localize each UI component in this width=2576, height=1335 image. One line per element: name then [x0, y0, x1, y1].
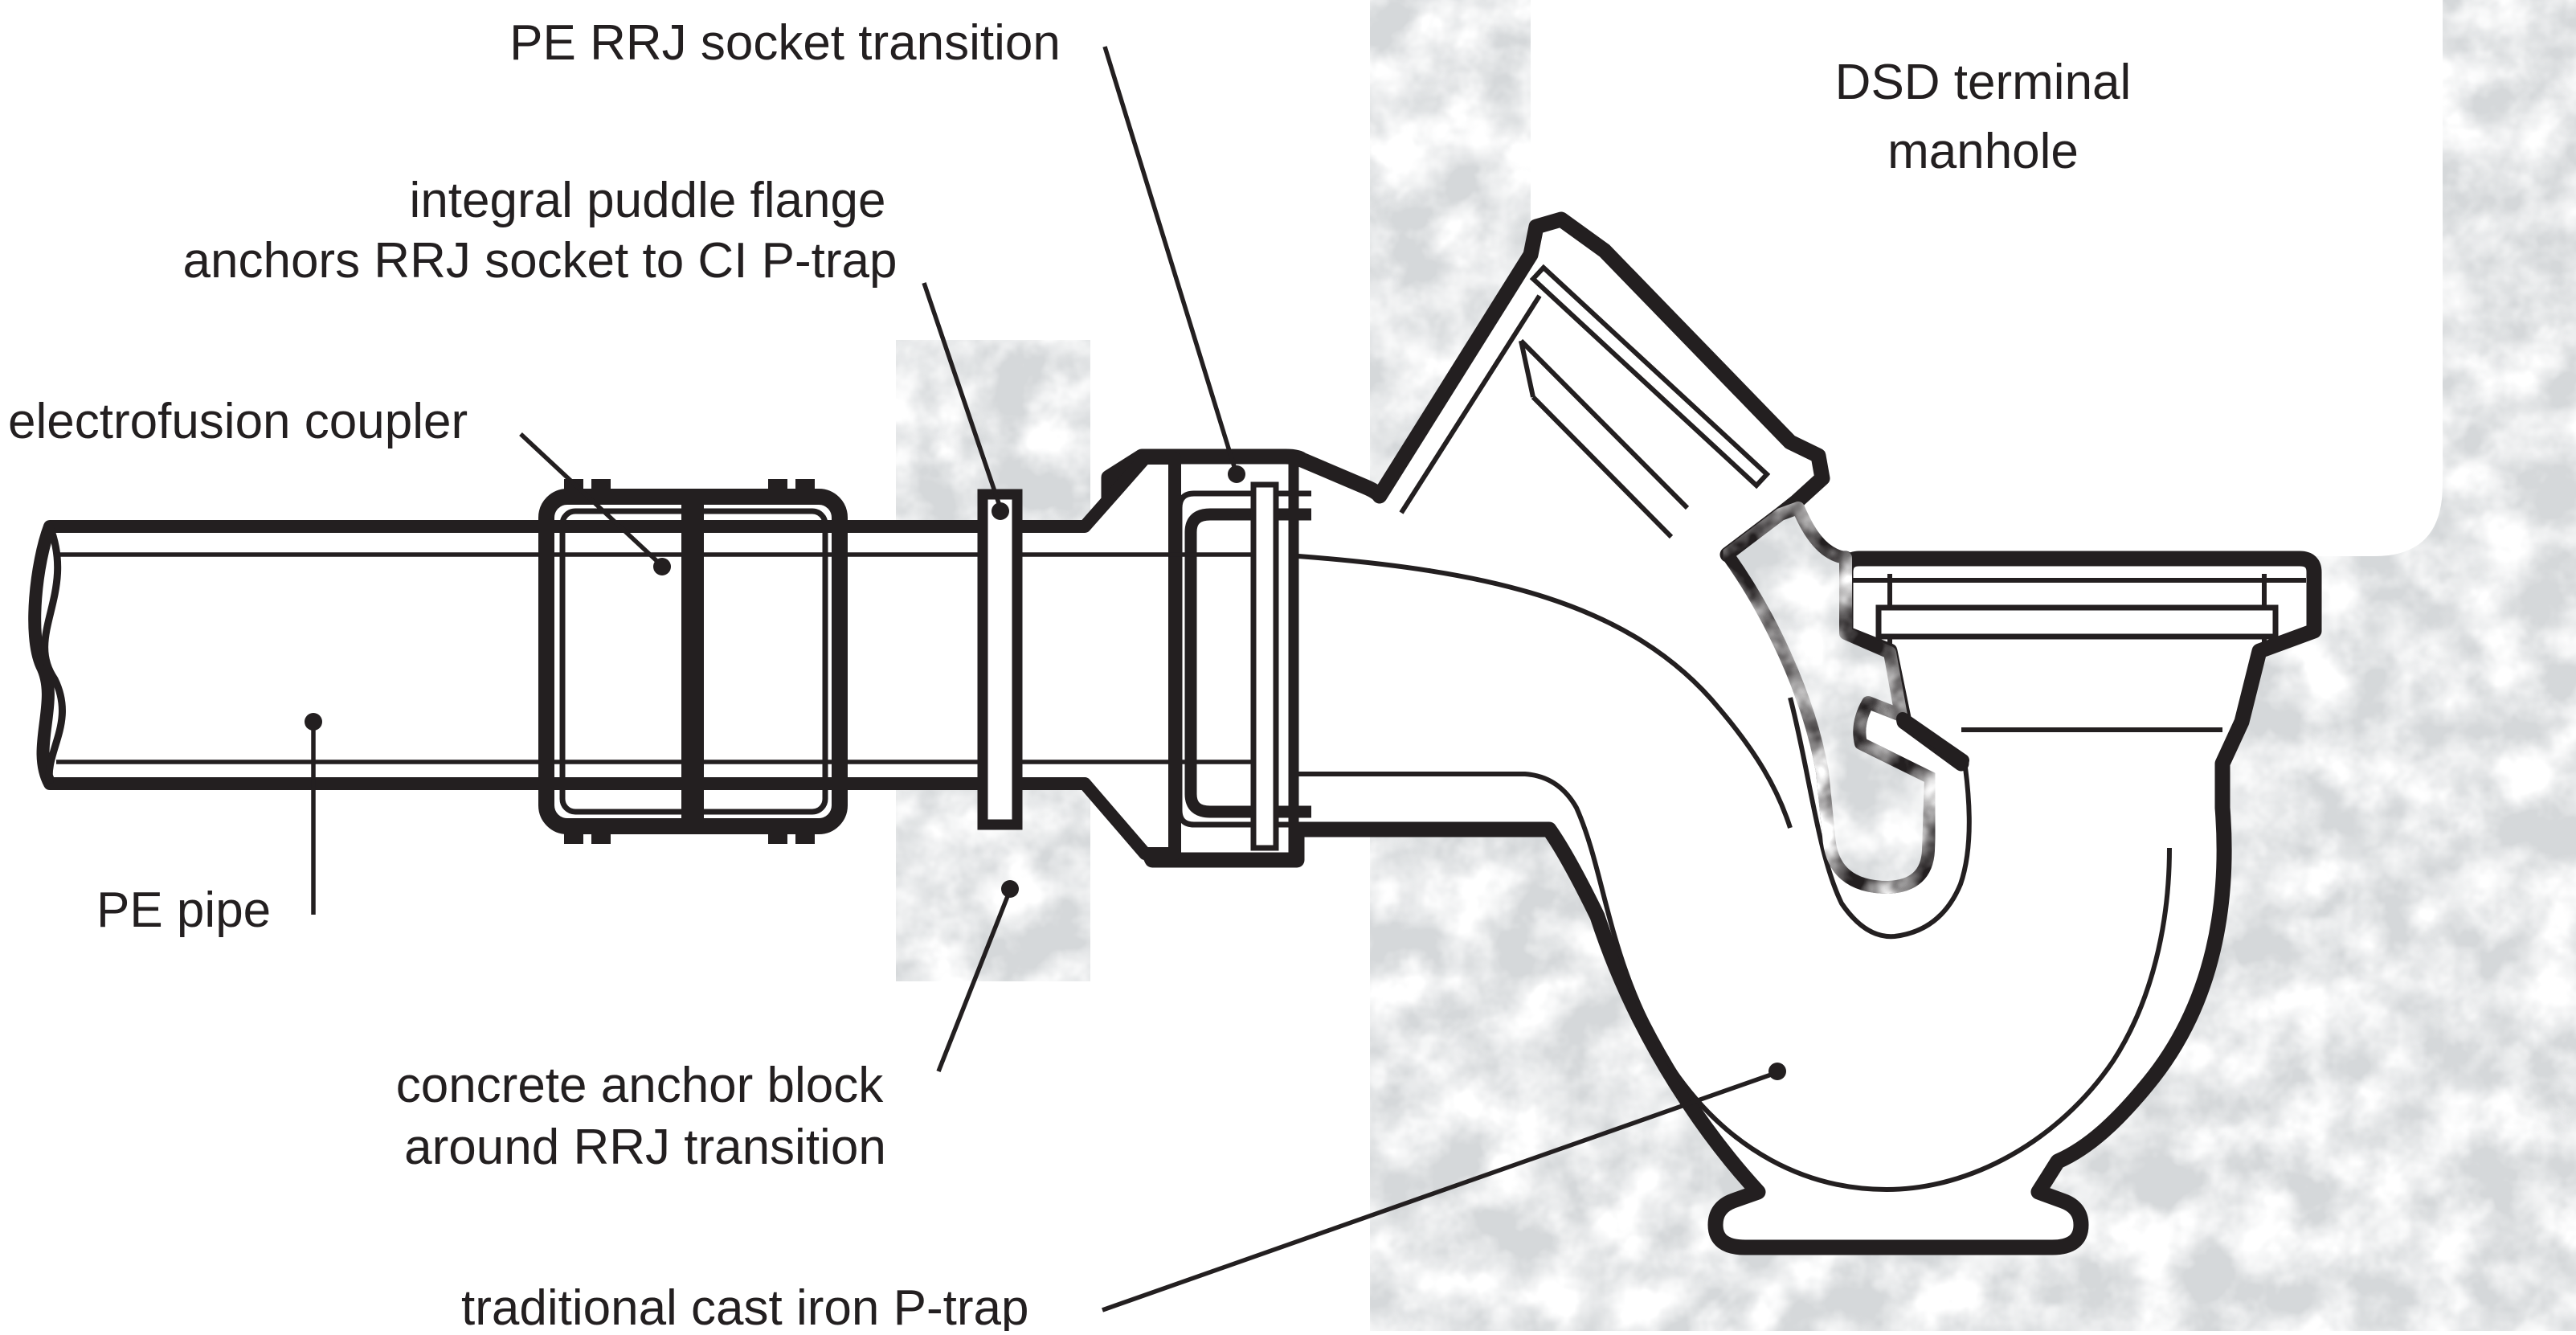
electrofusion-coupler-drawing: [538, 479, 848, 844]
label-concrete-anchor-1: concrete anchor block: [396, 1058, 885, 1113]
label-puddle-flange-2: anchors RRJ socket to CI P-trap: [183, 233, 898, 289]
pipe-break-symbol: [41, 525, 66, 784]
benching-weir: [1721, 502, 1937, 894]
leader-lines: [311, 46, 1777, 1312]
label-pe-pipe: PE pipe: [96, 882, 271, 938]
label-electrofusion-coupler: electrofusion coupler: [8, 394, 468, 449]
label-dsd-manhole-2: manhole: [1887, 124, 2079, 179]
coupler-center-band: [681, 503, 704, 820]
leader-pe-rrj: [1102, 46, 1238, 473]
rrj-sealing-ring: [1250, 481, 1279, 851]
trap-interior-lines: [1298, 294, 2172, 1193]
branch-socket-rim-band: [1529, 264, 1771, 489]
leader-dots: [305, 465, 1786, 1080]
branch-socket-details: [1519, 264, 1771, 539]
label-concrete-anchor-2: around RRJ transition: [404, 1120, 886, 1175]
pe-pipe-drawing: [28, 452, 1181, 860]
leader-puddle-flange: [922, 282, 1003, 509]
labels: PE RRJ socket transition integral puddle…: [8, 15, 2132, 1335]
leader-electrofusion: [519, 432, 664, 568]
label-dsd-manhole-1: DSD terminal: [1835, 55, 2132, 110]
leader-ptrap: [1102, 1071, 1777, 1312]
outlet-socket-collar: [1875, 604, 2279, 640]
label-pe-rrj-socket-transition: PE RRJ socket transition: [509, 15, 1061, 71]
label-puddle-flange-1: integral puddle flange: [410, 173, 886, 228]
puddle-flange-drawing: [977, 489, 1023, 830]
outlet-socket-chamfer-line: [1896, 712, 1969, 767]
label-traditional-ptrap: traditional cast iron P-trap: [461, 1280, 1028, 1331]
leader-concrete-block: [936, 891, 1012, 1073]
